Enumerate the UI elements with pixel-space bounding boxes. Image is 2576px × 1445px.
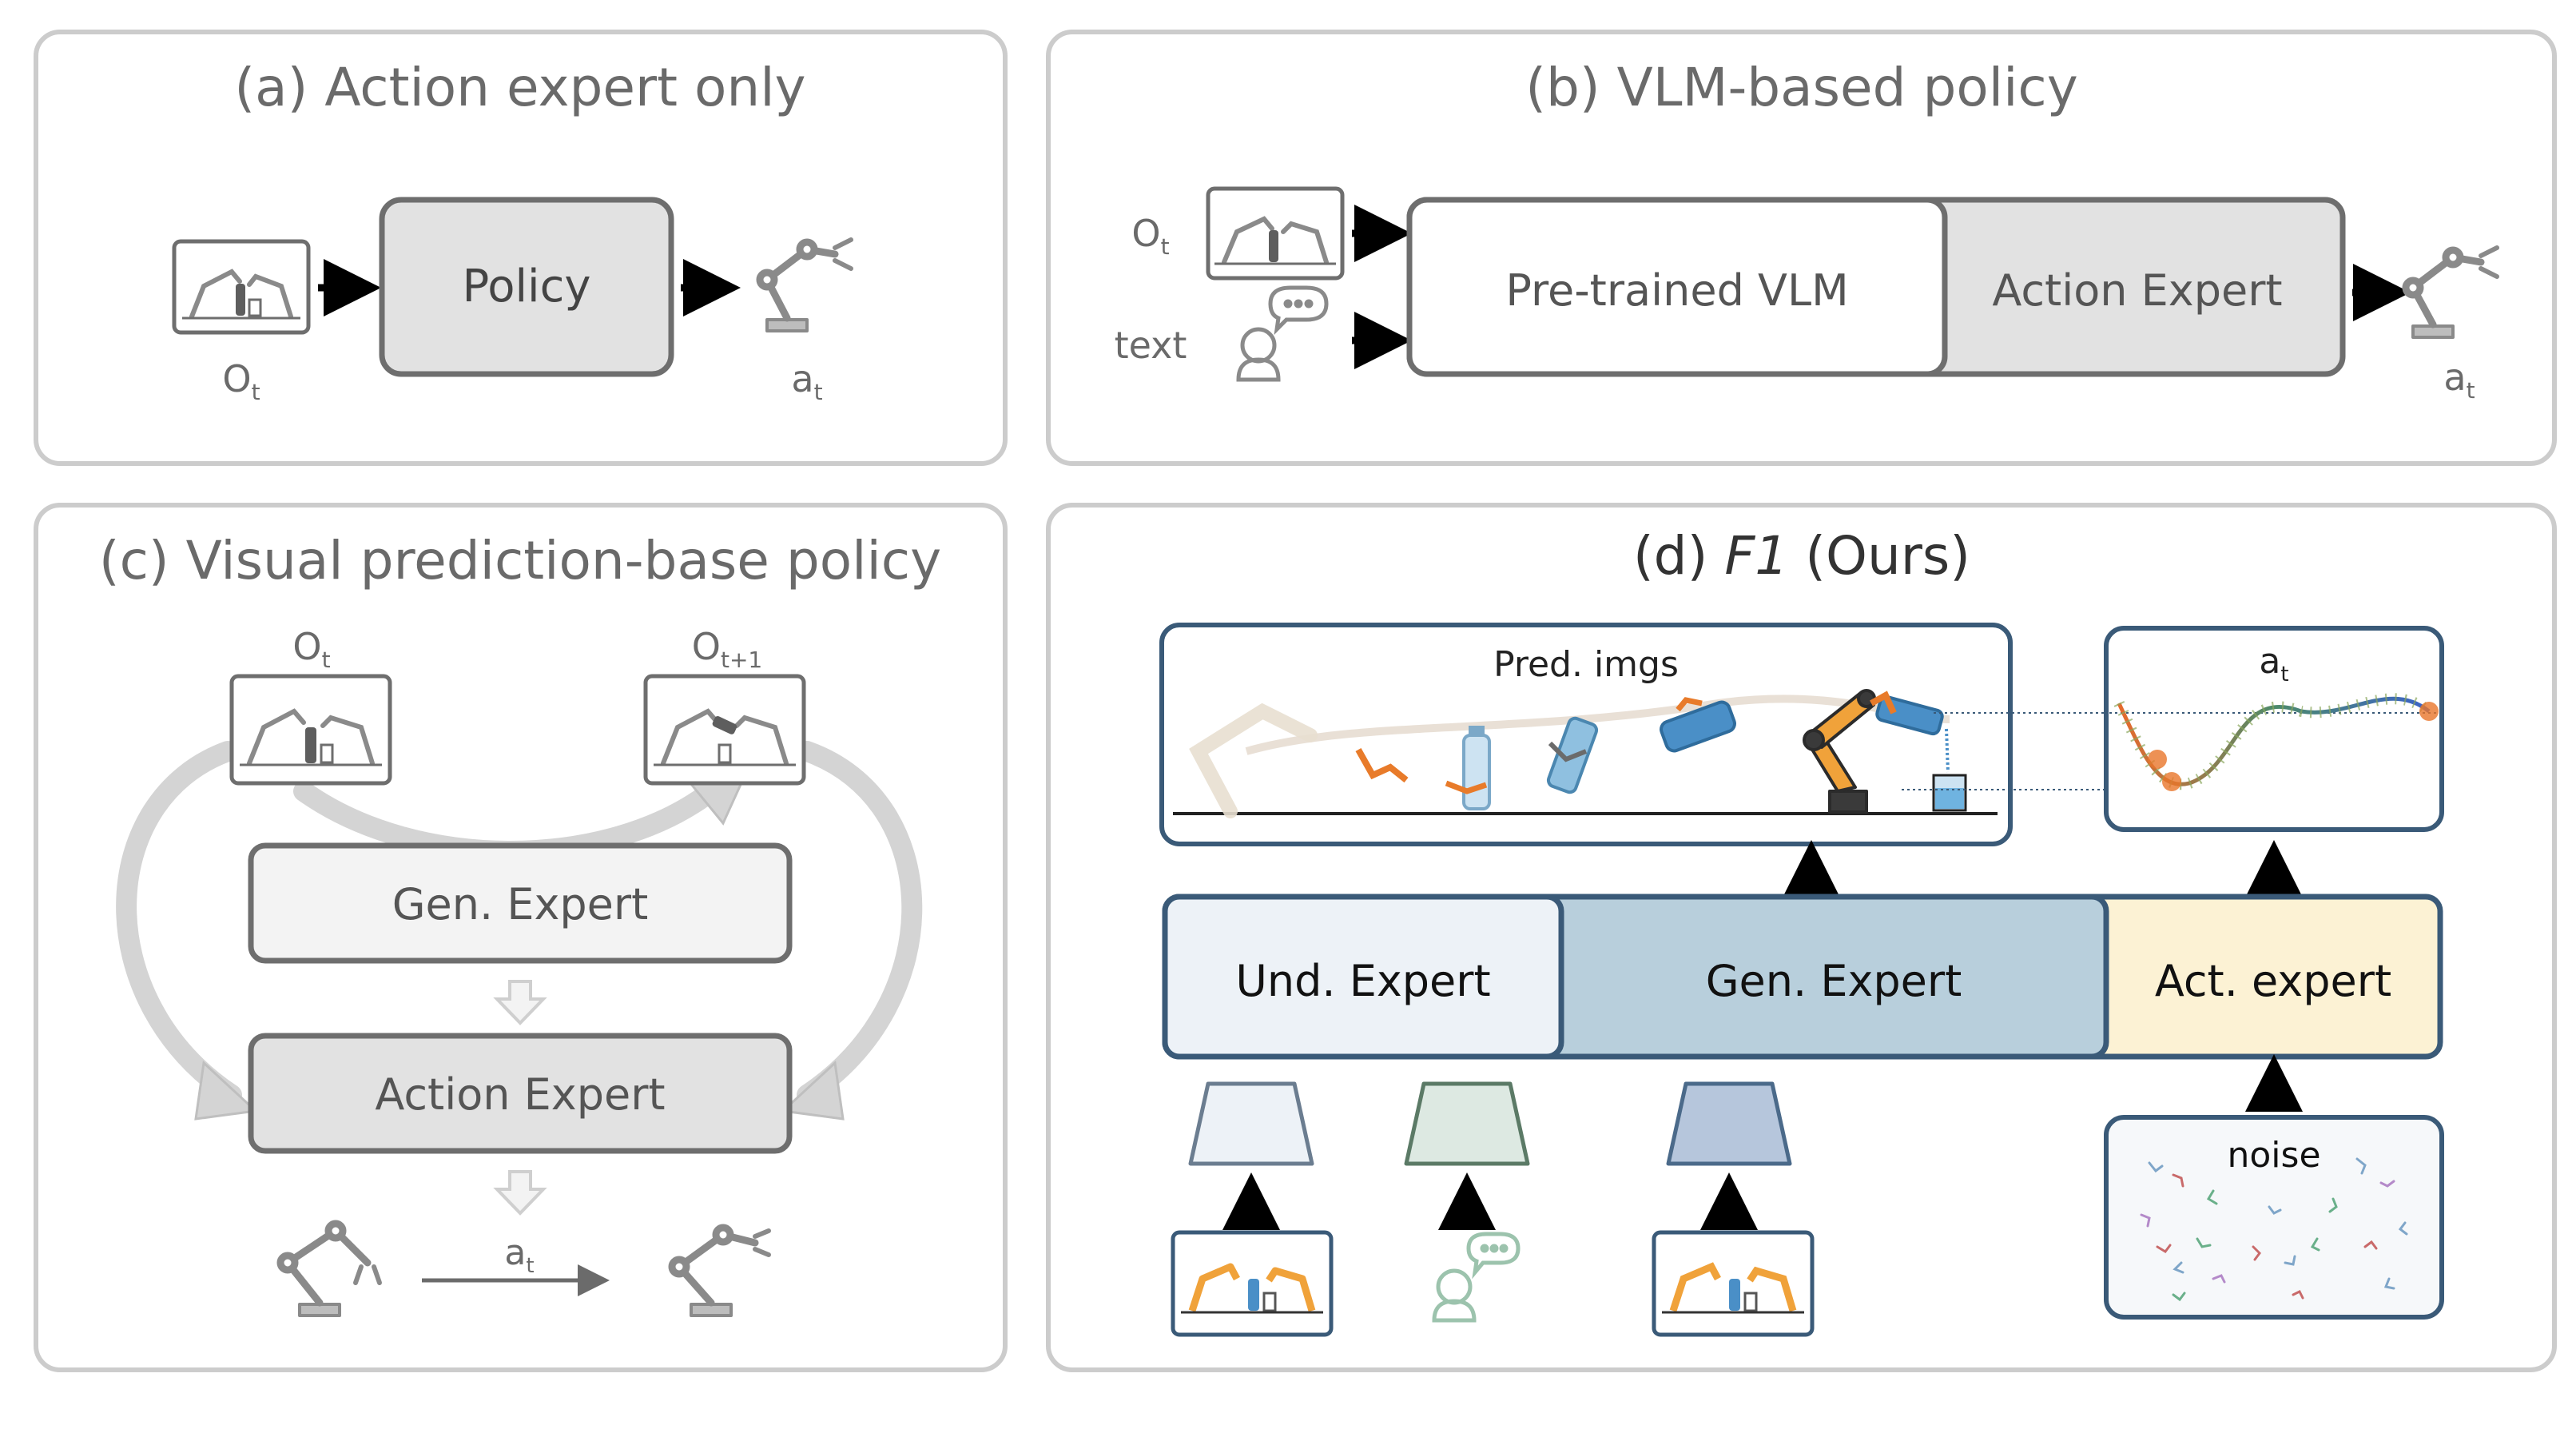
pretrained-vlm-label: Pre-trained VLM (1505, 265, 1848, 316)
robot-arm-icon (668, 1224, 771, 1317)
observation-image (229, 674, 392, 786)
noise-label: noise (2227, 1135, 2320, 1176)
panel-a: (a) Action expert only Ot Policy at (34, 30, 1008, 466)
und-expert-label: Und. Expert (1235, 956, 1490, 1006)
panel-b-title: (b) VLM-based policy (1525, 57, 2078, 118)
act-expert-label: Act. expert (2155, 956, 2391, 1006)
pretrained-vlm-box (1406, 197, 1948, 377)
down-arrow-icon (493, 980, 547, 1025)
pouring-sequence-image (1173, 689, 1998, 818)
down-arrow-icon (493, 1170, 547, 1216)
flow-arrowheads (194, 778, 845, 1121)
gen-encoder-icon (1666, 1081, 1792, 1166)
action-expert-label: Action Expert (1992, 265, 2282, 316)
action-trajectory-box (2104, 626, 2444, 832)
observation-image (1171, 1230, 1334, 1337)
person-speech-icon (1236, 285, 1329, 382)
trajectory-curve (2109, 693, 2439, 791)
robot-arm-icon (276, 1220, 382, 1317)
text-encoder-icon (1404, 1081, 1530, 1166)
action-expert-box (248, 1033, 793, 1154)
next-obs-label: Ot+1 (692, 625, 762, 673)
act-label: at (504, 1232, 534, 1278)
observation-image (172, 239, 311, 335)
vision-encoder-icon (1188, 1081, 1314, 1166)
panel-c-title: (c) Visual prediction-base policy (99, 530, 941, 591)
panel-d: (d) F1 (Ours) Pred. imgs (1046, 503, 2557, 1372)
noise-box (2104, 1115, 2444, 1320)
obs-label: Ot (292, 625, 330, 673)
policy-box (379, 197, 674, 377)
gen-expert-box (248, 842, 793, 964)
observation-image (1652, 1230, 1815, 1337)
observation-image (1206, 186, 1345, 281)
predicted-images-label: Pred. imgs (1493, 644, 1679, 685)
gen-expert-label: Gen. Expert (392, 879, 649, 929)
robot-arm-icon (756, 237, 853, 332)
gen-expert-label: Gen. Expert (1706, 956, 1962, 1006)
und-expert-box (1162, 894, 1564, 1060)
obs-label: Ot (1131, 212, 1169, 260)
action-expert-label: Action Expert (375, 1069, 665, 1120)
robot-arm-icon (2402, 245, 2499, 339)
act-label: at (2443, 356, 2475, 404)
obs-label: Ot (222, 357, 260, 405)
noise-glyphs (2140, 1157, 2408, 1302)
panel-d-title: (d) F1 (Ours) (1633, 525, 1970, 587)
person-speech-icon (1432, 1232, 1521, 1323)
act-label: at (791, 357, 822, 405)
policy-label: Policy (462, 261, 590, 312)
panel-c: (c) Visual prediction-base policy Ot Ot+… (34, 503, 1008, 1372)
panel-a-title: (a) Action expert only (234, 57, 805, 118)
act-label: at (2259, 641, 2288, 687)
panel-b: (b) VLM-based policy Ot text Pre-trained… (1046, 30, 2557, 466)
text-input-label: text (1115, 324, 1187, 367)
predicted-observation-image (643, 674, 806, 786)
